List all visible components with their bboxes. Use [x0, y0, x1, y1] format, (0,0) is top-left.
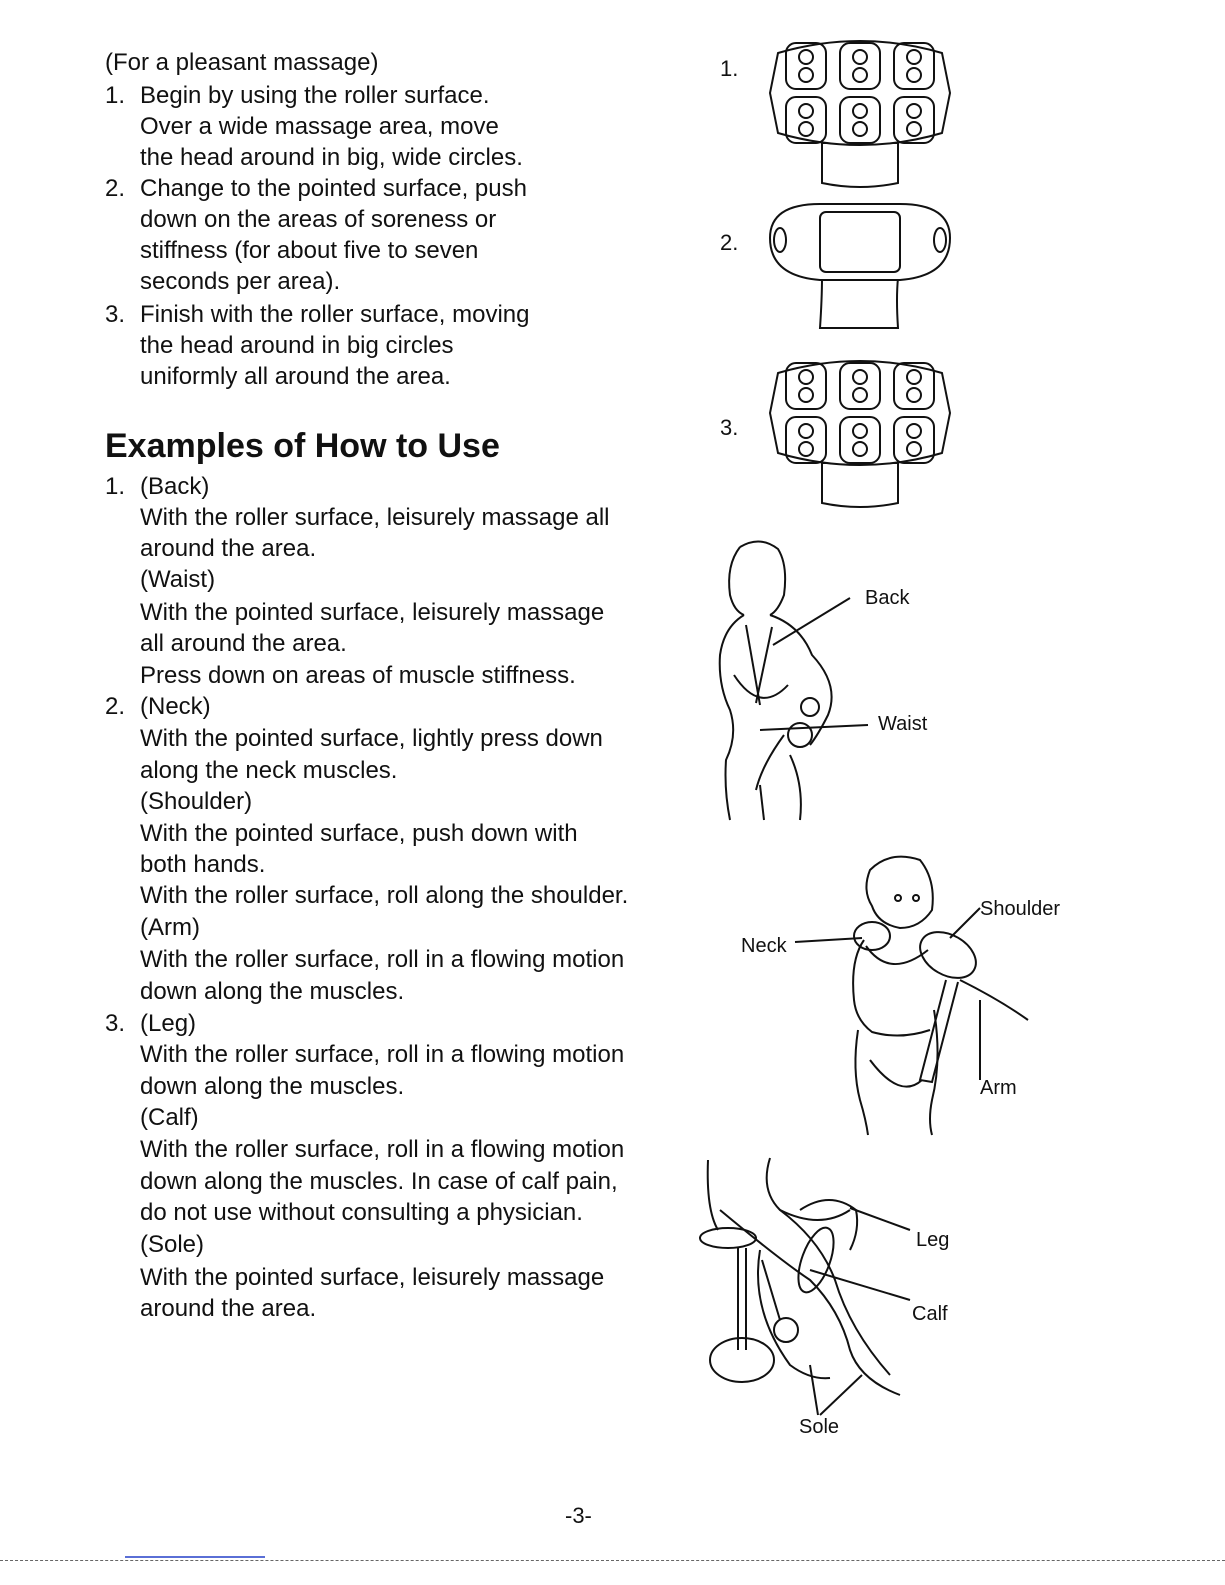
- back-waist-figure: [718, 540, 869, 821]
- page-number: -3-: [565, 1503, 592, 1528]
- intro-step-2-number: 2.: [105, 175, 126, 202]
- example-2-line-5: With the pointed surface, push down with: [140, 820, 578, 847]
- example-3-line-6: down along the muscles. In case of calf …: [140, 1168, 618, 1195]
- example-2-line-3: along the neck muscles.: [140, 757, 398, 784]
- bottom-divider: [0, 1560, 1225, 1561]
- example-1-number: 1.: [105, 473, 126, 500]
- example-2-line-10: down along the muscles.: [140, 978, 405, 1005]
- example-1-line-4: (Waist): [140, 566, 216, 593]
- label-waist: Waist: [878, 713, 928, 735]
- label-back: Back: [865, 587, 910, 609]
- intro-step-2-line-3: stiffness (for about five to seven: [140, 237, 479, 264]
- examples-heading: Examples of How to Use: [105, 427, 500, 465]
- example-2-line-8: (Arm): [140, 914, 200, 941]
- intro-step-3-line-3: uniformly all around the area.: [140, 363, 451, 390]
- intro-step-2-line-4: seconds per area).: [140, 268, 341, 295]
- example-2-line-7: With the roller surface, roll along the …: [140, 882, 629, 909]
- example-3-line-9: With the pointed surface, leisurely mass…: [140, 1264, 605, 1291]
- intro-step-2-line-2: down on the areas of soreness or: [140, 206, 497, 233]
- roller-head-illustration-1: [768, 40, 952, 188]
- label-leg: Leg: [916, 1229, 950, 1251]
- bottom-link-underline: [125, 1556, 265, 1558]
- example-1-line-1: (Back): [140, 473, 210, 500]
- example-2-number: 2.: [105, 693, 126, 720]
- example-2-line-9: With the roller surface, roll in a flowi…: [140, 946, 625, 973]
- intro-step-3-line-2: the head around in big circles: [140, 332, 454, 359]
- device-figure-3-number: 3.: [720, 415, 739, 440]
- example-3-number: 3.: [105, 1010, 126, 1037]
- example-1-line-2: With the roller surface, leisurely massa…: [140, 504, 610, 531]
- label-calf: Calf: [912, 1303, 948, 1325]
- example-3-line-1: (Leg): [140, 1010, 197, 1037]
- example-1-line-3: around the area.: [140, 535, 317, 562]
- example-3-line-5: With the roller surface, roll in a flowi…: [140, 1136, 625, 1163]
- roller-head-illustration-3: [768, 360, 952, 508]
- example-2-line-1: (Neck): [140, 693, 211, 720]
- label-shoulder: Shoulder: [980, 898, 1061, 920]
- example-2-line-4: (Shoulder): [140, 788, 253, 815]
- example-3-line-8: (Sole): [140, 1231, 205, 1258]
- neck-shoulder-arm-figure: [794, 855, 1029, 1136]
- example-1-line-5: With the pointed surface, leisurely mass…: [140, 599, 605, 626]
- example-2-line-2: With the pointed surface, lightly press …: [140, 725, 603, 752]
- pointed-head-illustration: [768, 203, 952, 329]
- intro-step-3-line-1: Finish with the roller surface, moving: [140, 301, 530, 328]
- label-neck: Neck: [741, 935, 787, 957]
- leg-calf-sole-figure: [699, 1157, 911, 1416]
- intro-step-3-number: 3.: [105, 301, 126, 328]
- device-figure-1-number: 1.: [720, 56, 739, 81]
- example-3-line-4: (Calf): [140, 1104, 199, 1131]
- label-sole: Sole: [799, 1416, 840, 1438]
- intro-step-1-line-3: the head around in big, wide circles.: [140, 144, 523, 171]
- example-3-line-10: around the area.: [140, 1295, 317, 1322]
- example-2-line-6: both hands.: [140, 851, 266, 878]
- intro-step-1-number: 1.: [105, 82, 126, 109]
- example-1-line-6: all around the area.: [140, 630, 347, 657]
- label-arm: Arm: [980, 1077, 1017, 1099]
- device-figure-2-number: 2.: [720, 230, 739, 255]
- example-3-line-3: down along the muscles.: [140, 1073, 405, 1100]
- example-3-line-2: With the roller surface, roll in a flowi…: [140, 1041, 625, 1068]
- example-3-line-7: do not use without consulting a physicia…: [140, 1199, 583, 1226]
- intro-step-2-line-1: Change to the pointed surface, push: [140, 175, 527, 202]
- example-1-line-7: Press down on areas of muscle stiffness.: [140, 662, 576, 689]
- intro-step-1-line-2: Over a wide massage area, move: [140, 113, 499, 140]
- intro-lead: (For a pleasant massage): [105, 49, 379, 76]
- intro-step-1-line-1: Begin by using the roller surface.: [140, 82, 490, 109]
